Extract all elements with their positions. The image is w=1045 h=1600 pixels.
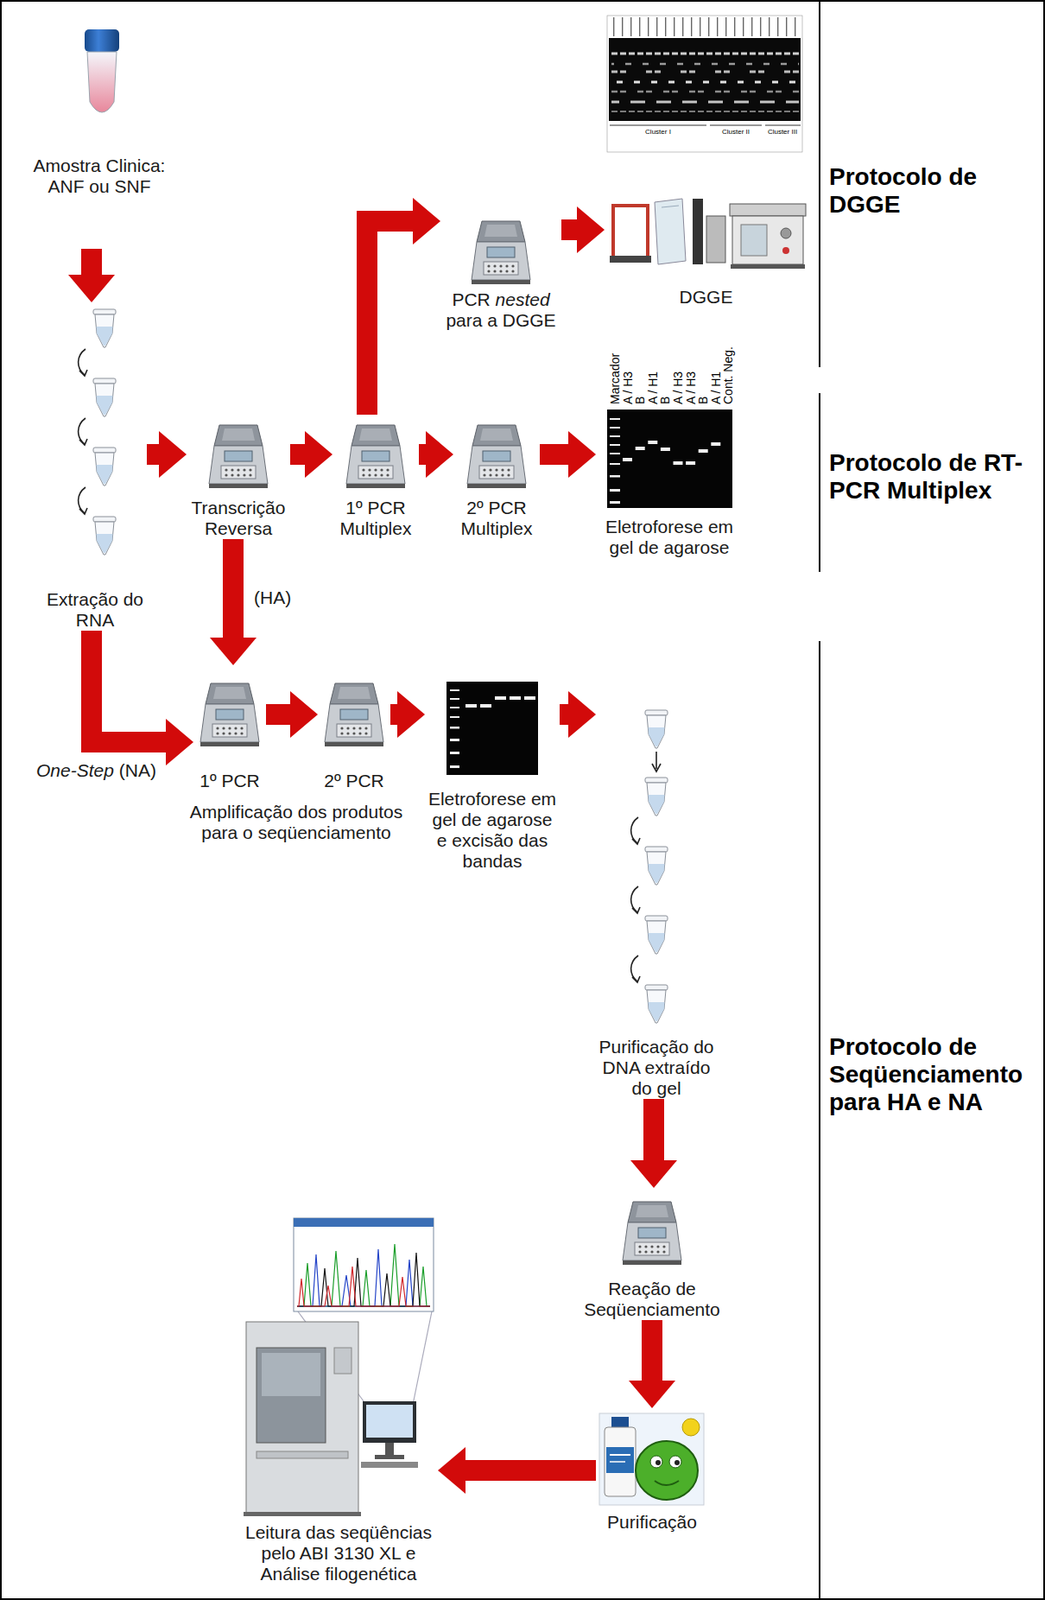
edge-label: (HA) [252,587,293,608]
arrow-head [412,197,441,245]
cluster-label: Cluster I [632,127,684,137]
flow-arrow [290,430,333,478]
arrow-head [437,1446,466,1494]
step-caption: 1º PCR Multiplex [332,497,419,539]
lane-label: A / H3 [684,371,697,405]
flow-arrow [367,197,441,415]
edge-label: One-Step (NA) [34,760,159,781]
arrow-shaft [561,219,578,241]
step-caption: Reação de Seqüenciamento [578,1278,726,1320]
step-caption: Extração do RNA [43,589,147,631]
step-caption: 2º PCR Multiplex [453,497,540,539]
lane-label: B [633,396,646,405]
flow-arrow [91,630,194,766]
flow-arrow [539,430,596,478]
arrow-head [630,1159,678,1188]
arrow-shaft [222,538,244,639]
lane-label: Cont. Neg. [722,346,735,405]
step-caption: Purificação do DNA extraído do gel [595,1036,717,1099]
arrow-shaft [81,248,102,276]
process-step: Purificação [595,1407,709,1533]
arrow-shaft [91,630,167,742]
flow-arrow [146,430,187,478]
process-step: Reação de Seqüenciamento [578,1187,726,1320]
process-step: 1º PCR [193,665,266,792]
arrow-shaft [146,443,160,465]
protocol-title: Protocolo de DGGE [829,163,1040,219]
flow-arrow [630,1098,678,1188]
cluster-label: Cluster III [756,127,809,137]
arrow-head [290,690,318,738]
flow-arrow [628,1319,676,1408]
process-step: Eletroforese em gel de agarose [595,405,743,558]
step-caption: 2º PCR [317,770,391,792]
process-step: 2º PCR [317,665,391,792]
arrow-head [576,206,605,254]
step-caption: PCR nested para a DGGE [440,289,562,331]
lane-label: A / H3 [671,371,684,405]
step-caption: Amostra Clinica: ANF ou SNF [25,155,173,197]
flow-arrow [68,248,115,303]
process-step: Extração do RNA [43,302,147,631]
step-caption: Leitura das seqüências pelo ABI 3130 XL … [239,1521,438,1584]
lane-label: A / H1 [646,371,659,405]
protocol-title: Protocolo de RT-PCR Multiplex [829,449,1040,505]
arrow-shaft [641,1319,663,1381]
flow-arrow [418,430,454,478]
arrow-head [158,430,187,478]
flow-arrow [559,690,596,738]
process-step: PCR nested para a DGGE [440,211,562,331]
arrow-shaft [367,221,414,415]
arrow-head [165,718,194,766]
arrow-head [568,430,596,478]
arrow-shaft [559,703,570,725]
lane-label: Marcador [608,353,621,405]
lane-label: B [658,396,672,405]
process-step: 2º PCR Multiplex [453,414,540,539]
process-step: 1º PCR Multiplex [332,414,419,539]
flow-arrow [561,206,605,254]
step-caption: Purificação [595,1511,709,1533]
step-caption: Eletroforese em gel de agarose [595,516,743,558]
step-note: Amplificação dos produtos para o seqüenc… [183,801,410,843]
protocol-title: Protocolo de Seqüenciamento para HA e NA [829,1032,1040,1116]
cluster-label: Cluster II [709,127,762,137]
arrow-head [425,430,454,478]
arrow-head [628,1380,676,1408]
arrow-shaft [464,1459,596,1481]
arrow-head [209,637,257,665]
process-step: Leitura das seqüências pelo ABI 3130 XL … [239,1207,438,1584]
lane-label: B [696,396,710,405]
flow-arrow [390,690,425,738]
process-step: DGGE [604,190,808,308]
arrow-shaft [266,703,292,725]
flow-arrow [266,690,318,738]
step-caption: Transcrição Reversa [186,497,291,539]
process-step: Eletroforese em gel de agarose e excisão… [424,677,560,872]
arrow-shaft [290,443,306,465]
step-caption: DGGE [604,286,808,308]
flow-arrow [437,1446,596,1494]
arrow-shaft [643,1098,665,1161]
flow-arrow [209,538,257,665]
lane-label: A / H3 [621,371,634,405]
arrow-shaft [418,443,427,465]
process-step: Amostra Clinica: ANF ou SNF [25,25,173,249]
arrow-head [397,690,425,738]
arrow-shaft [539,443,570,465]
arrow-head [68,274,115,303]
arrow-head [304,430,333,478]
step-caption: 1º PCR [193,770,266,792]
arrow-head [568,690,596,738]
process-step: Purificação do DNA extraído do gel [595,703,717,1099]
step-caption: Eletroforese em gel de agarose e excisão… [424,788,560,872]
arrow-shaft [390,703,399,725]
process-step: Transcrição Reversa [186,414,291,539]
lane-label: A / H1 [709,371,722,405]
